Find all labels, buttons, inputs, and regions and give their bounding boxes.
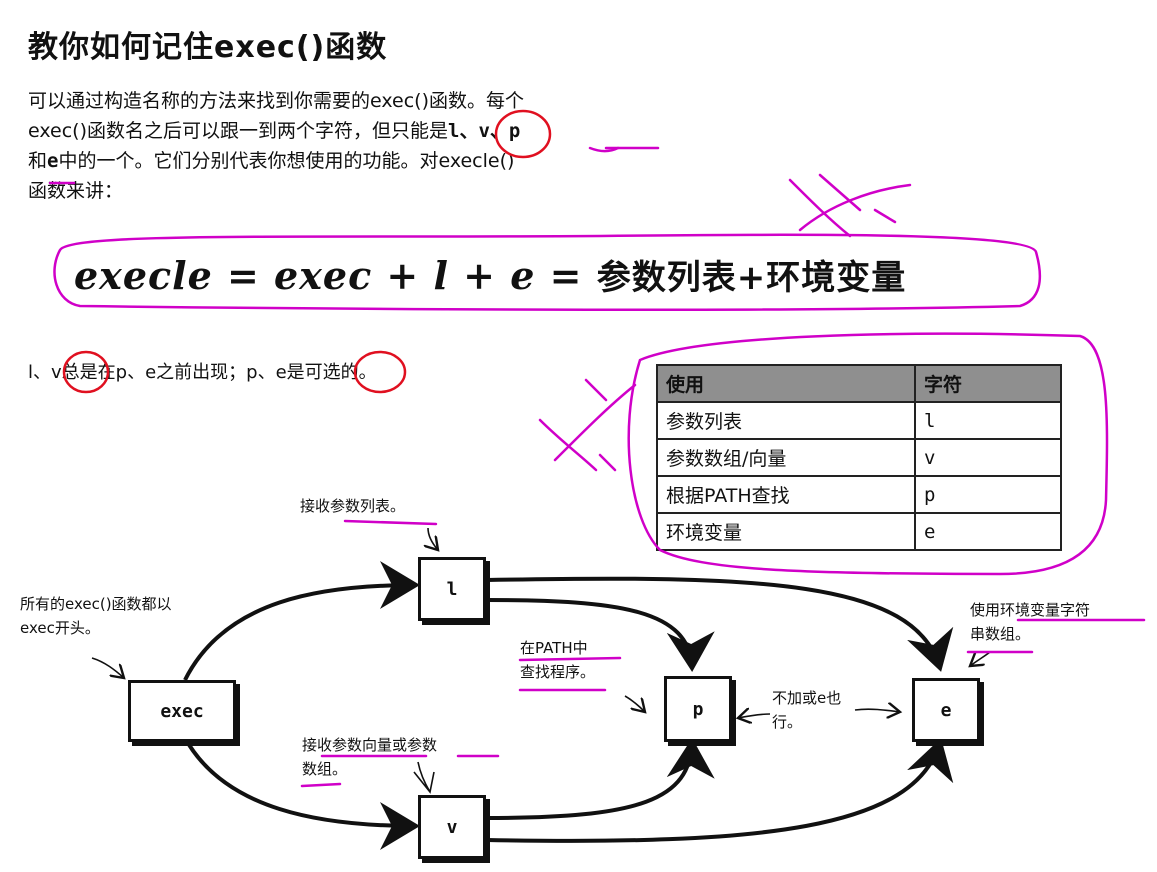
note-line: 行。 bbox=[772, 713, 803, 731]
note-line: 在PATH中 bbox=[520, 639, 588, 657]
page-title: 教你如何记住exec()函数 bbox=[28, 30, 388, 65]
note-line: 查找程序。 bbox=[520, 663, 596, 681]
table-header-use: 使用 bbox=[656, 364, 916, 403]
paragraph-line-2: exec()函数名之后可以跟一到两个字符，但只能是l、v、p bbox=[28, 116, 688, 146]
table-cell-char: l bbox=[914, 401, 1062, 440]
paragraph-text: 和 bbox=[28, 150, 48, 172]
table-header-row: 使用 字符 bbox=[656, 364, 1062, 403]
order-note: l、v总是在p、e之前出现；p、e是可选的。 bbox=[28, 362, 377, 383]
only-can-text: 只能 bbox=[390, 120, 429, 142]
note-all-start: 所有的exec()函数都以 exec开头。 bbox=[20, 592, 172, 640]
red-circles bbox=[62, 109, 552, 394]
box-e-label: e bbox=[940, 699, 952, 721]
table-row: 根据PATH查找 p bbox=[656, 475, 1062, 514]
table-cell-char: p bbox=[914, 475, 1062, 514]
arrow-exec-to-v bbox=[183, 737, 420, 850]
note-env-array: 使用环境变量字符 串数组。 bbox=[970, 598, 1090, 646]
paragraph-text: 是 bbox=[429, 120, 449, 142]
paragraph-line-3: 和e中的一个。它们分别代表你想使用的功能。对execle() bbox=[28, 146, 688, 176]
arrow-l-to-e bbox=[486, 576, 954, 672]
box-e: e bbox=[912, 678, 980, 742]
box-p-label: p bbox=[692, 698, 704, 720]
suffix-table: 使用 字符 参数列表 l 参数数组/向量 v 根据PATH查找 p 环境变量 e bbox=[656, 364, 1062, 551]
formula-lhs: execle = exec + l + e = bbox=[74, 253, 597, 298]
table-cell-char: v bbox=[914, 438, 1062, 477]
pointer-list bbox=[428, 527, 438, 550]
note-line: 接收参数向量或参数 bbox=[302, 736, 438, 754]
pointer-env bbox=[970, 651, 991, 666]
table-cell-use: 参数数组/向量 bbox=[656, 438, 916, 477]
pointer-start bbox=[91, 657, 124, 678]
table-row: 环境变量 e bbox=[656, 512, 1062, 551]
box-v: v bbox=[418, 795, 486, 859]
note-line: 数组。 bbox=[302, 760, 348, 778]
table-row: 参数数组/向量 v bbox=[656, 438, 1062, 477]
table-cell-use: 参数列表 bbox=[656, 401, 916, 440]
paragraph-text: 中的一个。它们分别代表你想使用的功能。对execle() bbox=[58, 150, 515, 172]
note-line: exec开头。 bbox=[20, 619, 100, 637]
box-l-label: l bbox=[446, 578, 458, 600]
note-line: 所有的exec()函数都以 bbox=[20, 595, 172, 613]
note-path-search: 在PATH中 查找程序。 bbox=[520, 636, 595, 684]
letter-e: e bbox=[47, 150, 59, 172]
arrow-l-to-p bbox=[486, 598, 715, 672]
table-cell-use: 根据PATH查找 bbox=[656, 475, 916, 514]
arrow-v-to-e bbox=[486, 738, 954, 843]
paragraph-line-1: 可以通过构造名称的方法来找到你需要的exec()函数。每个 bbox=[28, 90, 524, 112]
box-exec: exec bbox=[128, 680, 236, 742]
note-line: 串数组。 bbox=[970, 625, 1031, 643]
arrow-exec-to-l bbox=[183, 561, 420, 681]
box-p: p bbox=[664, 676, 732, 742]
formula-rhs: 参数列表+环境变量 bbox=[596, 258, 907, 298]
table-cell-use: 环境变量 bbox=[656, 512, 916, 551]
intro-paragraph: 可以通过构造名称的方法来找到你需要的exec()函数。每个 exec()函数名之… bbox=[28, 86, 688, 206]
box-l: l bbox=[418, 557, 486, 621]
pointer-path bbox=[624, 695, 645, 712]
note-optional: 不加或e也 行。 bbox=[772, 686, 841, 734]
arrow-v-to-p bbox=[486, 738, 715, 820]
paragraph-line-4: 函数来讲： bbox=[28, 180, 124, 202]
table-header-char: 字符 bbox=[914, 364, 1062, 403]
pen-annotations bbox=[48, 146, 1146, 788]
pointer-optional-left bbox=[738, 714, 771, 718]
letters-lvp: l、v、p bbox=[448, 120, 521, 142]
pointer-optional-right bbox=[854, 709, 900, 712]
box-exec-label: exec bbox=[160, 700, 204, 722]
execle-formula: execle = exec + l + e = 参数列表+环境变量 bbox=[74, 250, 906, 299]
box-v-label: v bbox=[446, 816, 458, 838]
table-cell-char: e bbox=[914, 512, 1062, 551]
paragraph-text: exec()函数名之后可以跟一到两个字符，但 bbox=[28, 120, 391, 142]
note-line: 不加或e也 bbox=[772, 689, 842, 707]
note-line: 使用环境变量字符 bbox=[970, 601, 1091, 619]
pointer-vector bbox=[413, 761, 435, 794]
note-accept-list: 接收参数列表。 bbox=[300, 497, 406, 515]
table-row: 参数列表 l bbox=[656, 401, 1062, 440]
note-accept-vector: 接收参数向量或参数 数组。 bbox=[302, 733, 437, 781]
